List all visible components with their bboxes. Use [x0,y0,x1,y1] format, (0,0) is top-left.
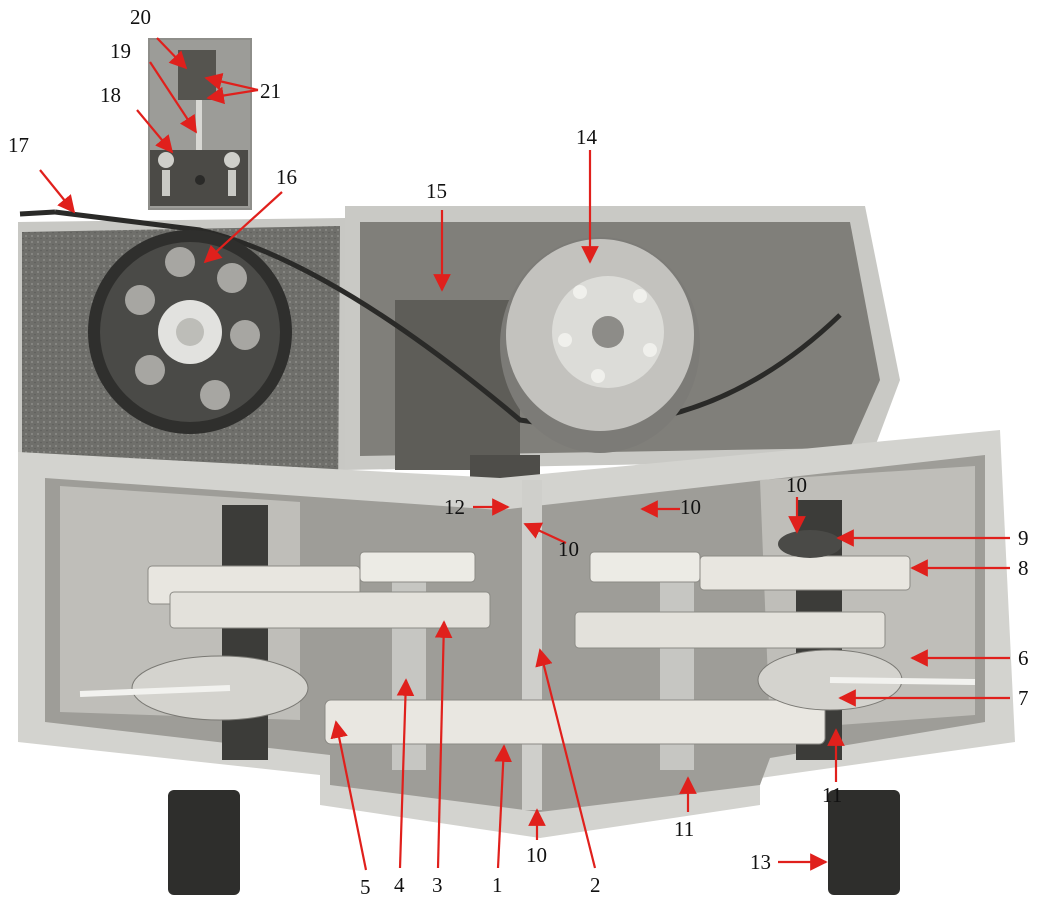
label-12: 12 [444,495,465,519]
label-2: 2 [590,873,601,897]
label-9: 9 [1018,526,1029,550]
arrow-4 [396,678,415,869]
arrow-16 [203,191,283,264]
label-10d: 10 [526,843,547,867]
wire-left [79,685,231,697]
bearing-9 [778,530,842,558]
gear-4-top [359,551,476,583]
callout-labels: 20 19 21 18 17 16 15 14 12 10 10 10 10 9… [8,5,1029,899]
gears [79,530,976,745]
arrow-3 [434,620,453,869]
label-1: 1 [492,873,503,897]
drive-belt [54,209,842,428]
label-10a: 10 [558,537,579,561]
label-15: 15 [426,179,447,203]
arrow-19 [149,61,197,134]
arrow-20 [156,37,188,70]
label-13: 13 [750,850,771,874]
wire-right [829,677,976,685]
foot-left [168,790,240,895]
label-4: 4 [394,873,405,897]
arrow-2 [535,648,597,869]
label-10c: 10 [786,473,807,497]
label-7: 7 [1018,686,1029,710]
label-5: 5 [360,875,371,899]
label-3: 3 [432,873,443,897]
arrow-21a [204,72,259,92]
arrow-21b [206,86,259,105]
arrow-17 [39,169,76,214]
arrow-1 [494,744,513,869]
label-19: 19 [110,39,131,63]
label-18: 18 [100,83,121,107]
gear-right-mid [574,611,886,649]
label-6: 6 [1018,646,1029,670]
arrow-18 [136,109,174,154]
gear-1 [324,699,826,745]
arrow-10a [523,522,567,544]
inset-bolt-left [158,152,174,168]
worm-block [395,300,520,470]
gear-3 [169,591,491,629]
foot-13 [828,790,900,895]
label-8: 8 [1018,556,1029,580]
label-14: 14 [576,125,598,149]
gear-8 [699,555,911,591]
label-16: 16 [276,165,297,189]
inset-bolt-right [224,152,240,168]
label-20: 20 [130,5,151,29]
arrow-5 [330,720,368,871]
inset-screw-shaft [196,100,202,160]
label-10b: 10 [680,495,701,519]
inset-block [178,50,216,100]
pulley-16 [88,230,292,434]
pulley-14 [500,237,700,453]
feet [168,790,900,895]
label-17: 17 [8,133,29,157]
label-21: 21 [260,79,281,103]
shaft-left-outer [222,505,268,760]
inset-tensioner-photo [148,38,252,210]
callout-arrows [39,37,1010,871]
gear-right-top [589,551,701,583]
label-11a: 11 [822,783,842,807]
label-11b: 11 [674,817,694,841]
